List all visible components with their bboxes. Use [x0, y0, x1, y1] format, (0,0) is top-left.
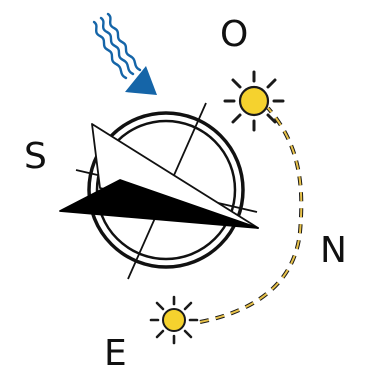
sun-icon: [151, 297, 197, 343]
direction-label-west: O: [220, 14, 248, 55]
direction-label-north: N: [320, 230, 347, 271]
sun-icon: [225, 72, 283, 130]
compass-rose-icon: [60, 103, 258, 279]
direction-label-east: E: [104, 333, 127, 367]
direction-label-south: S: [24, 136, 47, 177]
wavy-arrow-icon: [94, 14, 157, 95]
